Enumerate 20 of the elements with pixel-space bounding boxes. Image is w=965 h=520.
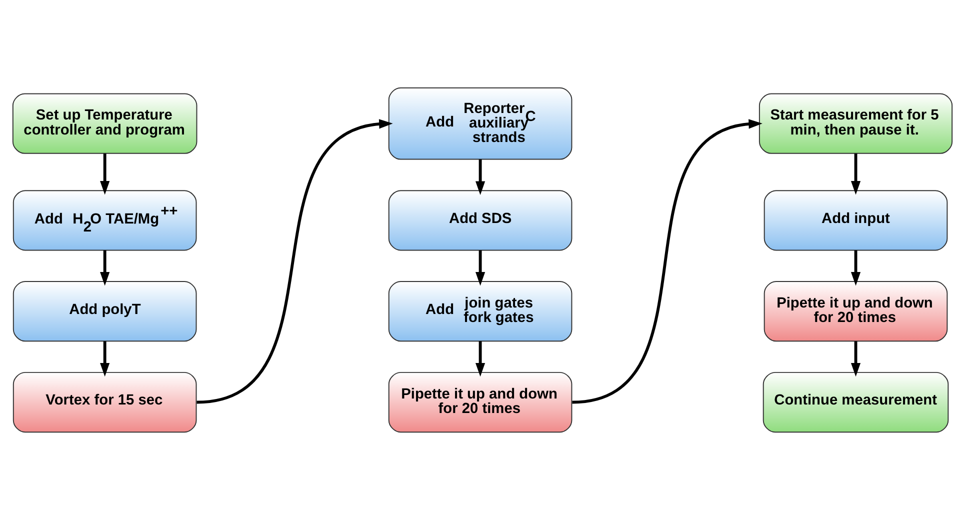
node-box: Continue measurement: [762, 372, 949, 433]
arrow: [850, 341, 861, 377]
arrow: [476, 341, 486, 377]
arrow: [850, 154, 861, 195]
node-box: Vortex for 15 sec: [12, 372, 197, 433]
arrow: [850, 250, 861, 286]
node-box: Pipette it up and down for 20 times: [388, 372, 572, 433]
arrow: [100, 154, 110, 195]
node-box: Start measurement for 5 min, then pause it.: [758, 93, 953, 154]
node-box: Add SDS: [388, 190, 572, 251]
arrow: [100, 341, 110, 377]
arrow: [100, 250, 110, 286]
node-box: Pipette it up and down for 20 times: [764, 281, 948, 342]
arrow: [476, 159, 486, 195]
arrow: [476, 250, 486, 286]
node-box: Add input: [764, 190, 948, 251]
node-box: Add polyT: [12, 281, 197, 342]
arrow: [572, 119, 762, 404]
node-box: Set up Temperature controller and program: [12, 93, 198, 154]
arrow: [196, 119, 393, 404]
